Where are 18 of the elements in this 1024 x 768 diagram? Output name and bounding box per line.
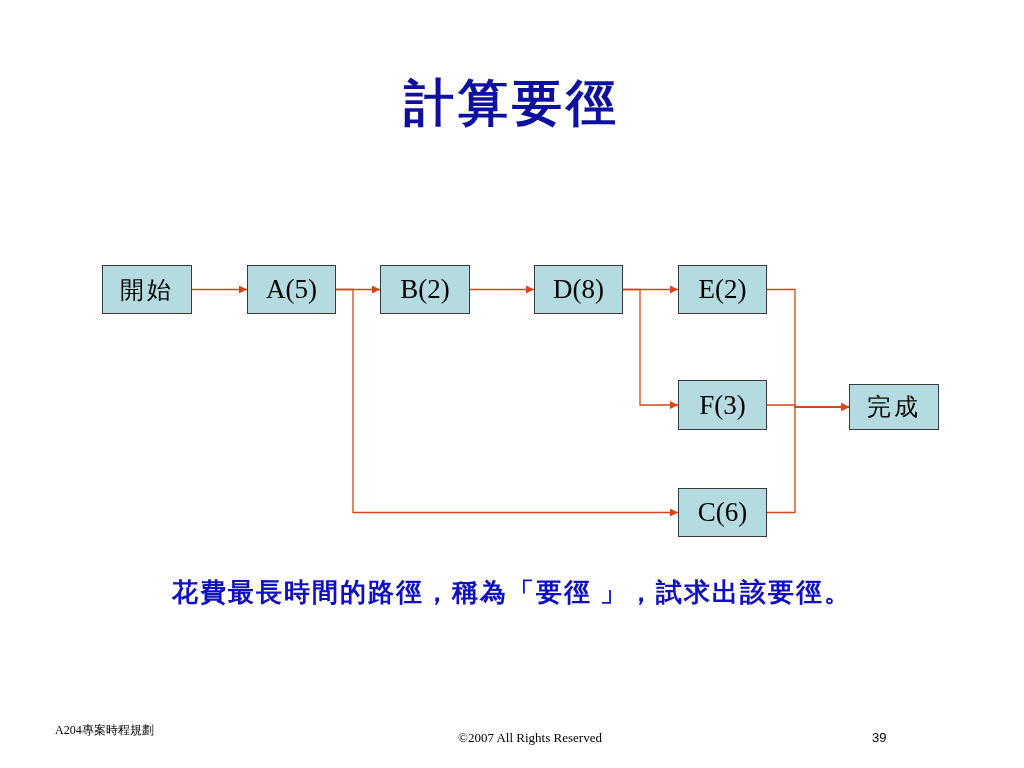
task-box: C(6)	[678, 488, 767, 537]
arrow	[622, 288, 679, 409]
page-number: 39	[872, 730, 887, 745]
task-box: D(8)	[534, 265, 623, 314]
arrow	[766, 403, 850, 514]
slide-title: 計算要徑	[403, 74, 621, 133]
task-box: B(2)	[380, 265, 470, 314]
copyright-text: ©2007 All Rights Reserved	[457, 730, 603, 746]
arrow	[469, 285, 535, 294]
footer-text: A204專案時程規劃	[55, 722, 154, 739]
task-box: A(5)	[247, 265, 336, 314]
arrow	[191, 285, 248, 294]
task-box: E(2)	[678, 265, 767, 314]
task-box: 完成	[849, 384, 939, 430]
arrow	[335, 288, 679, 517]
task-box: F(3)	[678, 380, 767, 430]
question-text: 花費最長時間的路徑，稱為「要徑 」，試求出該要徑。	[170, 577, 854, 609]
task-box: 開始	[102, 265, 192, 314]
